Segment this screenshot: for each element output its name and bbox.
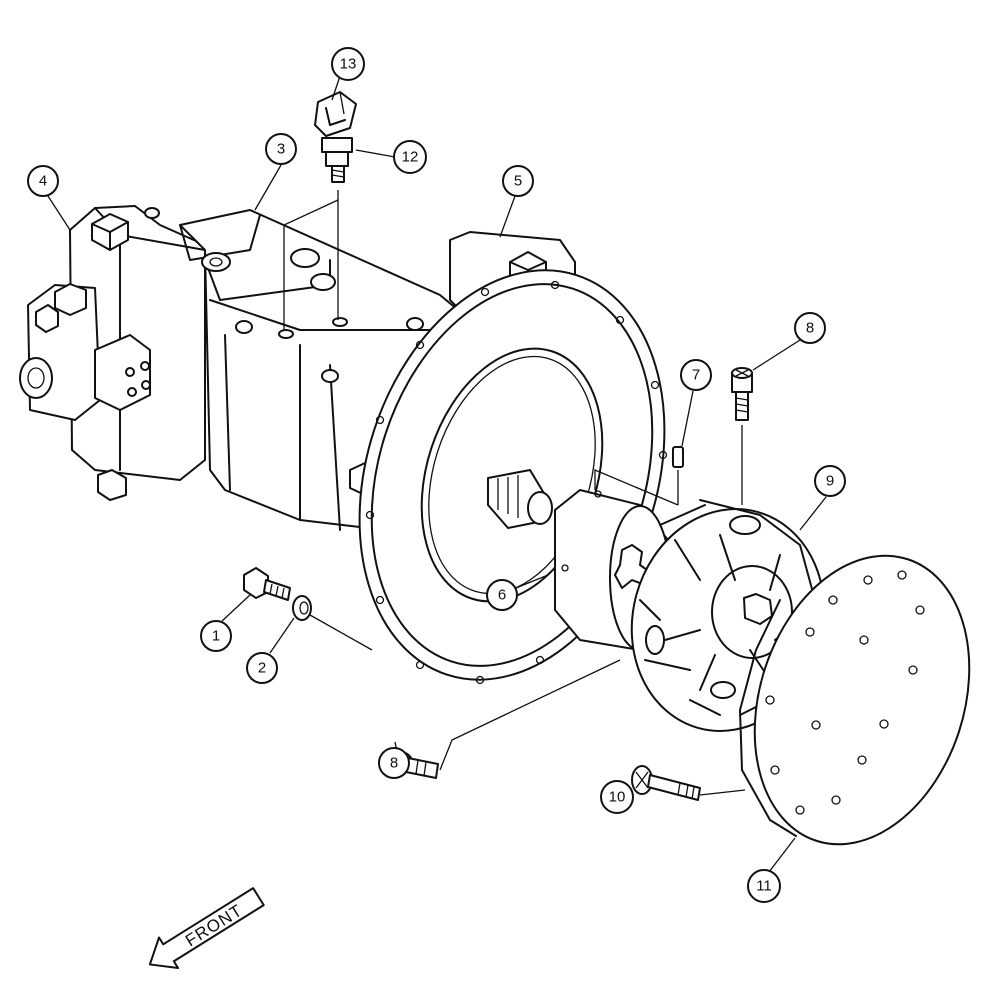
callout-8-lower-label: 8 bbox=[390, 755, 398, 772]
callout-5-label: 5 bbox=[514, 173, 522, 190]
callout-7: 7 bbox=[680, 359, 712, 391]
callout-11: 11 bbox=[747, 869, 781, 903]
callout-8-upper-label: 8 bbox=[806, 320, 814, 337]
washer bbox=[292, 595, 312, 621]
callout-9: 9 bbox=[814, 465, 846, 497]
callout-10: 10 bbox=[600, 780, 634, 814]
cap-screw-upper bbox=[731, 367, 753, 505]
front-direction-arrow: FRONT bbox=[148, 887, 265, 970]
callout-8-upper: 8 bbox=[794, 312, 826, 344]
callout-12: 12 bbox=[393, 140, 427, 174]
hex-bolt bbox=[243, 567, 291, 601]
callout-11-label: 11 bbox=[756, 878, 772, 895]
pressure-sensor bbox=[321, 137, 353, 183]
callout-10-label: 10 bbox=[609, 789, 626, 806]
callout-7-label: 7 bbox=[692, 367, 700, 384]
callout-6: 6 bbox=[486, 579, 518, 611]
drive-plate bbox=[739, 554, 971, 846]
callout-8-lower-visible: 8 bbox=[378, 747, 410, 779]
callout-2-label: 2 bbox=[258, 660, 266, 677]
callout-9-label: 9 bbox=[826, 473, 834, 490]
callout-12-label: 12 bbox=[402, 149, 419, 166]
callout-5: 5 bbox=[502, 165, 534, 197]
coupling-bolt bbox=[631, 765, 701, 801]
callout-4: 4 bbox=[27, 165, 59, 197]
callout-1: 1 bbox=[200, 620, 232, 652]
callout-13: 13 bbox=[331, 47, 365, 81]
callout-3: 3 bbox=[265, 133, 297, 165]
callout-2: 2 bbox=[246, 652, 278, 684]
dowel-pin bbox=[672, 446, 684, 505]
callout-6-label: 6 bbox=[498, 587, 506, 604]
callout-1-label: 1 bbox=[212, 628, 220, 645]
electrical-connector bbox=[314, 91, 357, 137]
callout-3-label: 3 bbox=[277, 141, 285, 158]
callout-leaders bbox=[47, 75, 827, 873]
callout-4-label: 4 bbox=[39, 173, 47, 190]
callout-13-label: 13 bbox=[340, 56, 357, 73]
